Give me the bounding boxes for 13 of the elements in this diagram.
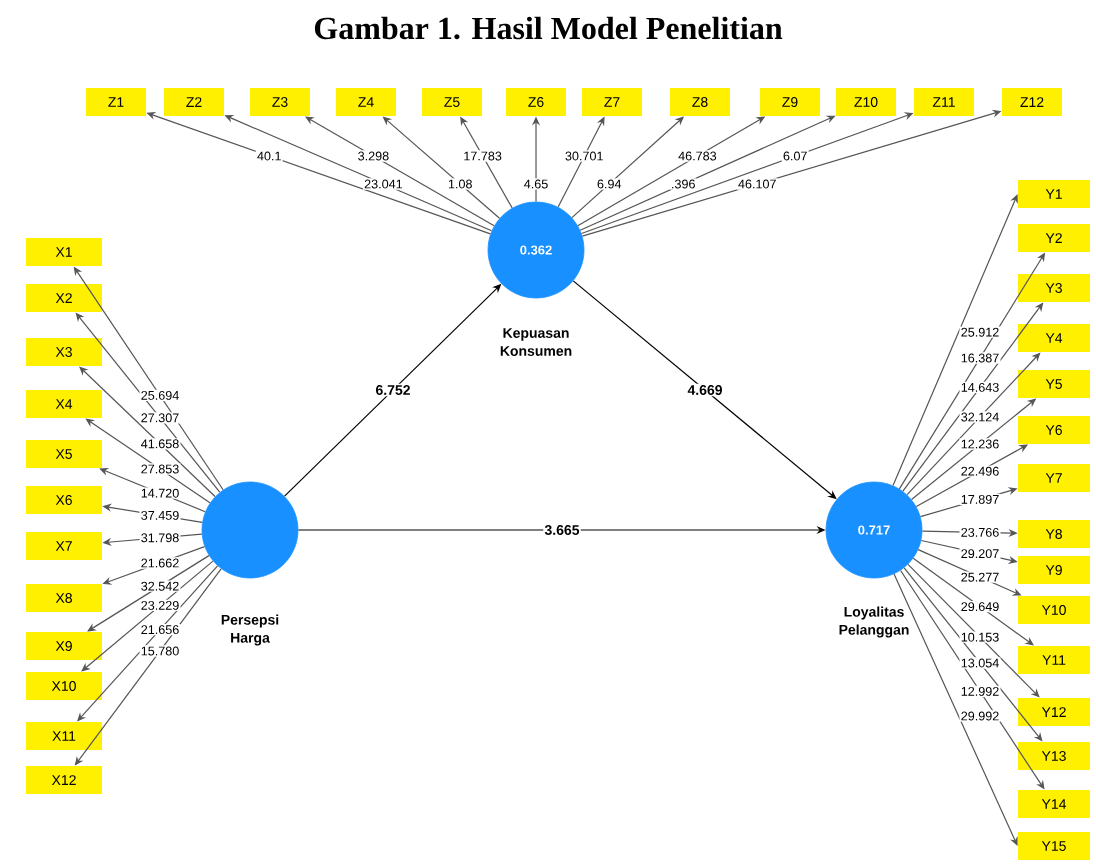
- figure-title: Gambar 1. Hasil Model Penelitian: [314, 16, 783, 40]
- arrow: [75, 312, 221, 493]
- arrow: [893, 573, 1018, 846]
- arrow: [85, 418, 211, 504]
- arrow: [87, 555, 210, 632]
- arrow: [77, 565, 219, 722]
- arrow: [81, 560, 214, 672]
- arrow: [79, 366, 216, 498]
- arrow: [903, 567, 1043, 742]
- arrow: [907, 563, 1040, 698]
- arrow: [892, 194, 1018, 487]
- latent-circle: [201, 481, 299, 579]
- arrow: [906, 352, 1041, 496]
